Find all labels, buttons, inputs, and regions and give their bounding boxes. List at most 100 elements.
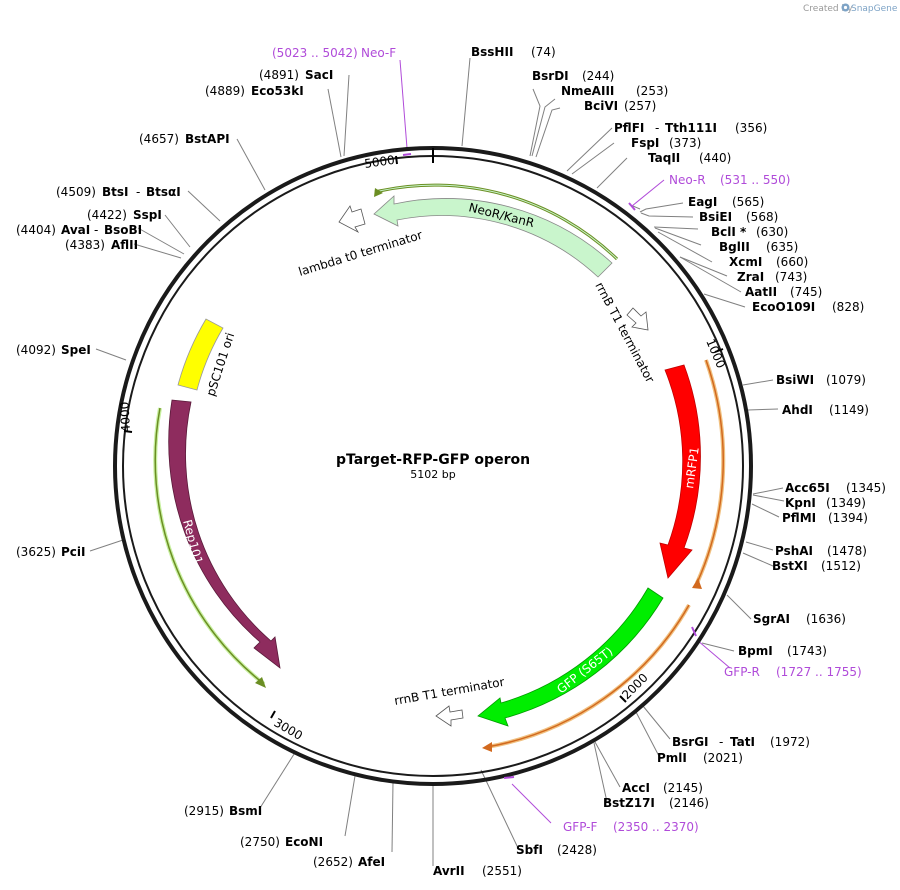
tick-label-4000: 4000: [117, 401, 133, 432]
enzyme-position: (1149): [829, 403, 869, 417]
enzyme-position: (2146): [669, 796, 709, 810]
feature-rrnb-t1-terminator-2[interactable]: [435, 705, 464, 727]
bp-ticks: [123, 155, 724, 719]
feature-label-lambda-t0: lambda t0 terminator: [297, 228, 424, 279]
primer-range: (2350 .. 2370): [613, 820, 699, 834]
enzyme-name: BstXI: [772, 559, 808, 573]
enzyme-name: PciI: [61, 545, 86, 559]
enzyme-labels: BssHII (74) BsrDI (244) NmeAIII (253) Bc…: [16, 45, 886, 878]
label-lines: [89, 57, 785, 866]
enzyme-position: (1636): [806, 612, 846, 626]
enzyme-position: (630): [756, 225, 788, 239]
enzyme-name: SacI: [305, 68, 333, 82]
created-by-text: Created by: [803, 4, 853, 14]
feature-neor-kanr[interactable]: [373, 195, 613, 278]
feature-rep101[interactable]: [168, 399, 281, 669]
enzyme-name: PflMI: [782, 511, 816, 525]
svg-text:-: -: [655, 121, 659, 135]
enzyme-name: AflII: [111, 238, 138, 252]
tick-label-5000: 5000: [363, 153, 395, 171]
enzyme-position: (1345): [846, 481, 886, 495]
enzyme-position: (440): [699, 151, 731, 165]
enzyme-position: (635): [766, 240, 798, 254]
enzyme-position: (4889): [205, 84, 245, 98]
feature-gfp-s65t[interactable]: [477, 587, 664, 727]
feature-label-gfp: GFP (S65T): [554, 644, 615, 696]
enzyme-name: PflFI: [614, 121, 644, 135]
enzyme-name: PshAI: [775, 544, 813, 558]
primer-range: (1727 .. 1755): [776, 665, 862, 679]
map-title: pTarget-RFP-GFP operon: [336, 452, 530, 468]
enzyme-name: Acc65I: [785, 481, 830, 495]
enzyme-name: BtsI: [102, 185, 129, 199]
enzyme-position: (2915): [184, 804, 224, 818]
enzyme-position: (1972): [770, 735, 810, 749]
enzyme-name: KpnI: [785, 496, 816, 510]
enzyme-position: (3625): [16, 545, 56, 559]
primer-labels: (5023 .. 5042) Neo-F Neo-R (531 .. 550) …: [272, 46, 862, 834]
map-size: 5102 bp: [410, 468, 455, 481]
enzyme-position: (1743): [787, 644, 827, 658]
feature-mrfp1[interactable]: [659, 364, 701, 579]
enzyme-name: BtsαI: [146, 185, 181, 199]
enzyme-name: BssHII: [471, 45, 513, 59]
svg-text:-: -: [94, 223, 98, 237]
enzyme-name: PmlI: [657, 751, 687, 765]
enzyme-name: BsrGI: [672, 735, 709, 749]
enzyme-name: TatI: [730, 735, 755, 749]
primer-marks: [402, 153, 697, 779]
enzyme-position: (2145): [663, 781, 703, 795]
enzyme-name: BsiWI: [776, 373, 814, 387]
feature-lambda-t0-terminator[interactable]: [338, 205, 366, 234]
enzyme-position: (4657): [139, 132, 179, 146]
primer-name: Neo-F: [361, 46, 396, 60]
enzyme-position: (568): [746, 210, 778, 224]
primer-lines: [399, 59, 731, 824]
enzyme-name: AvrII: [433, 864, 465, 878]
enzyme-name: ZraI: [737, 270, 764, 284]
enzyme-name: AccI: [622, 781, 650, 795]
enzyme-position: (244): [582, 69, 614, 83]
enzyme-position: (660): [776, 255, 808, 269]
primer-range: (531 .. 550): [720, 173, 790, 187]
enzyme-position: (1349): [826, 496, 866, 510]
enzyme-position: (1394): [828, 511, 868, 525]
primer-name: GFP-F: [563, 820, 598, 834]
enzyme-name: XcmI: [729, 255, 762, 269]
brand-header: Created by SnapGene: [803, 3, 898, 14]
enzyme-name: BstZ17I: [603, 796, 655, 810]
feature-label-rrnb-t1-2: rrnB T1 terminator: [393, 675, 505, 708]
enzyme-name: SspI: [133, 208, 162, 222]
enzyme-name: BglII: [719, 240, 750, 254]
enzyme-position: (2428): [557, 843, 597, 857]
enzyme-position: (4383): [65, 238, 105, 252]
feature-rrnb-t1-terminator-1[interactable]: [626, 307, 649, 331]
primer-range: (5023 .. 5042): [272, 46, 358, 60]
enzyme-name: BclI *: [711, 225, 747, 239]
enzyme-name: SpeI: [61, 343, 91, 357]
enzyme-name: AvaI: [61, 223, 90, 237]
enzyme-name: BsrDI: [532, 69, 569, 83]
enzyme-name: FspI: [631, 136, 659, 150]
enzyme-name: Eco53kI: [251, 84, 304, 98]
feature-label-mrfp1: mRFP1: [682, 446, 702, 489]
enzyme-position: (74): [531, 45, 556, 59]
enzyme-position: (1512): [821, 559, 861, 573]
brand-name: SnapGene: [851, 4, 898, 14]
enzyme-position: (356): [735, 121, 767, 135]
enzyme-name: BstAPI: [185, 132, 230, 146]
enzyme-position: (745): [790, 285, 822, 299]
enzyme-position: (828): [832, 300, 864, 314]
feature-psc101-ori[interactable]: [177, 318, 224, 391]
snapgene-logo-icon: [841, 3, 850, 12]
enzyme-name: Tth111I: [665, 121, 717, 135]
svg-text:-: -: [136, 185, 140, 199]
enzyme-name: AatII: [745, 285, 777, 299]
enzyme-position: (2652): [313, 855, 353, 869]
enzyme-name: AhdI: [782, 403, 813, 417]
enzyme-position: (4422): [87, 208, 127, 222]
enzyme-name: EcoNI: [285, 835, 323, 849]
enzyme-name: BsoBI: [104, 223, 142, 237]
enzyme-position: (253): [636, 84, 668, 98]
